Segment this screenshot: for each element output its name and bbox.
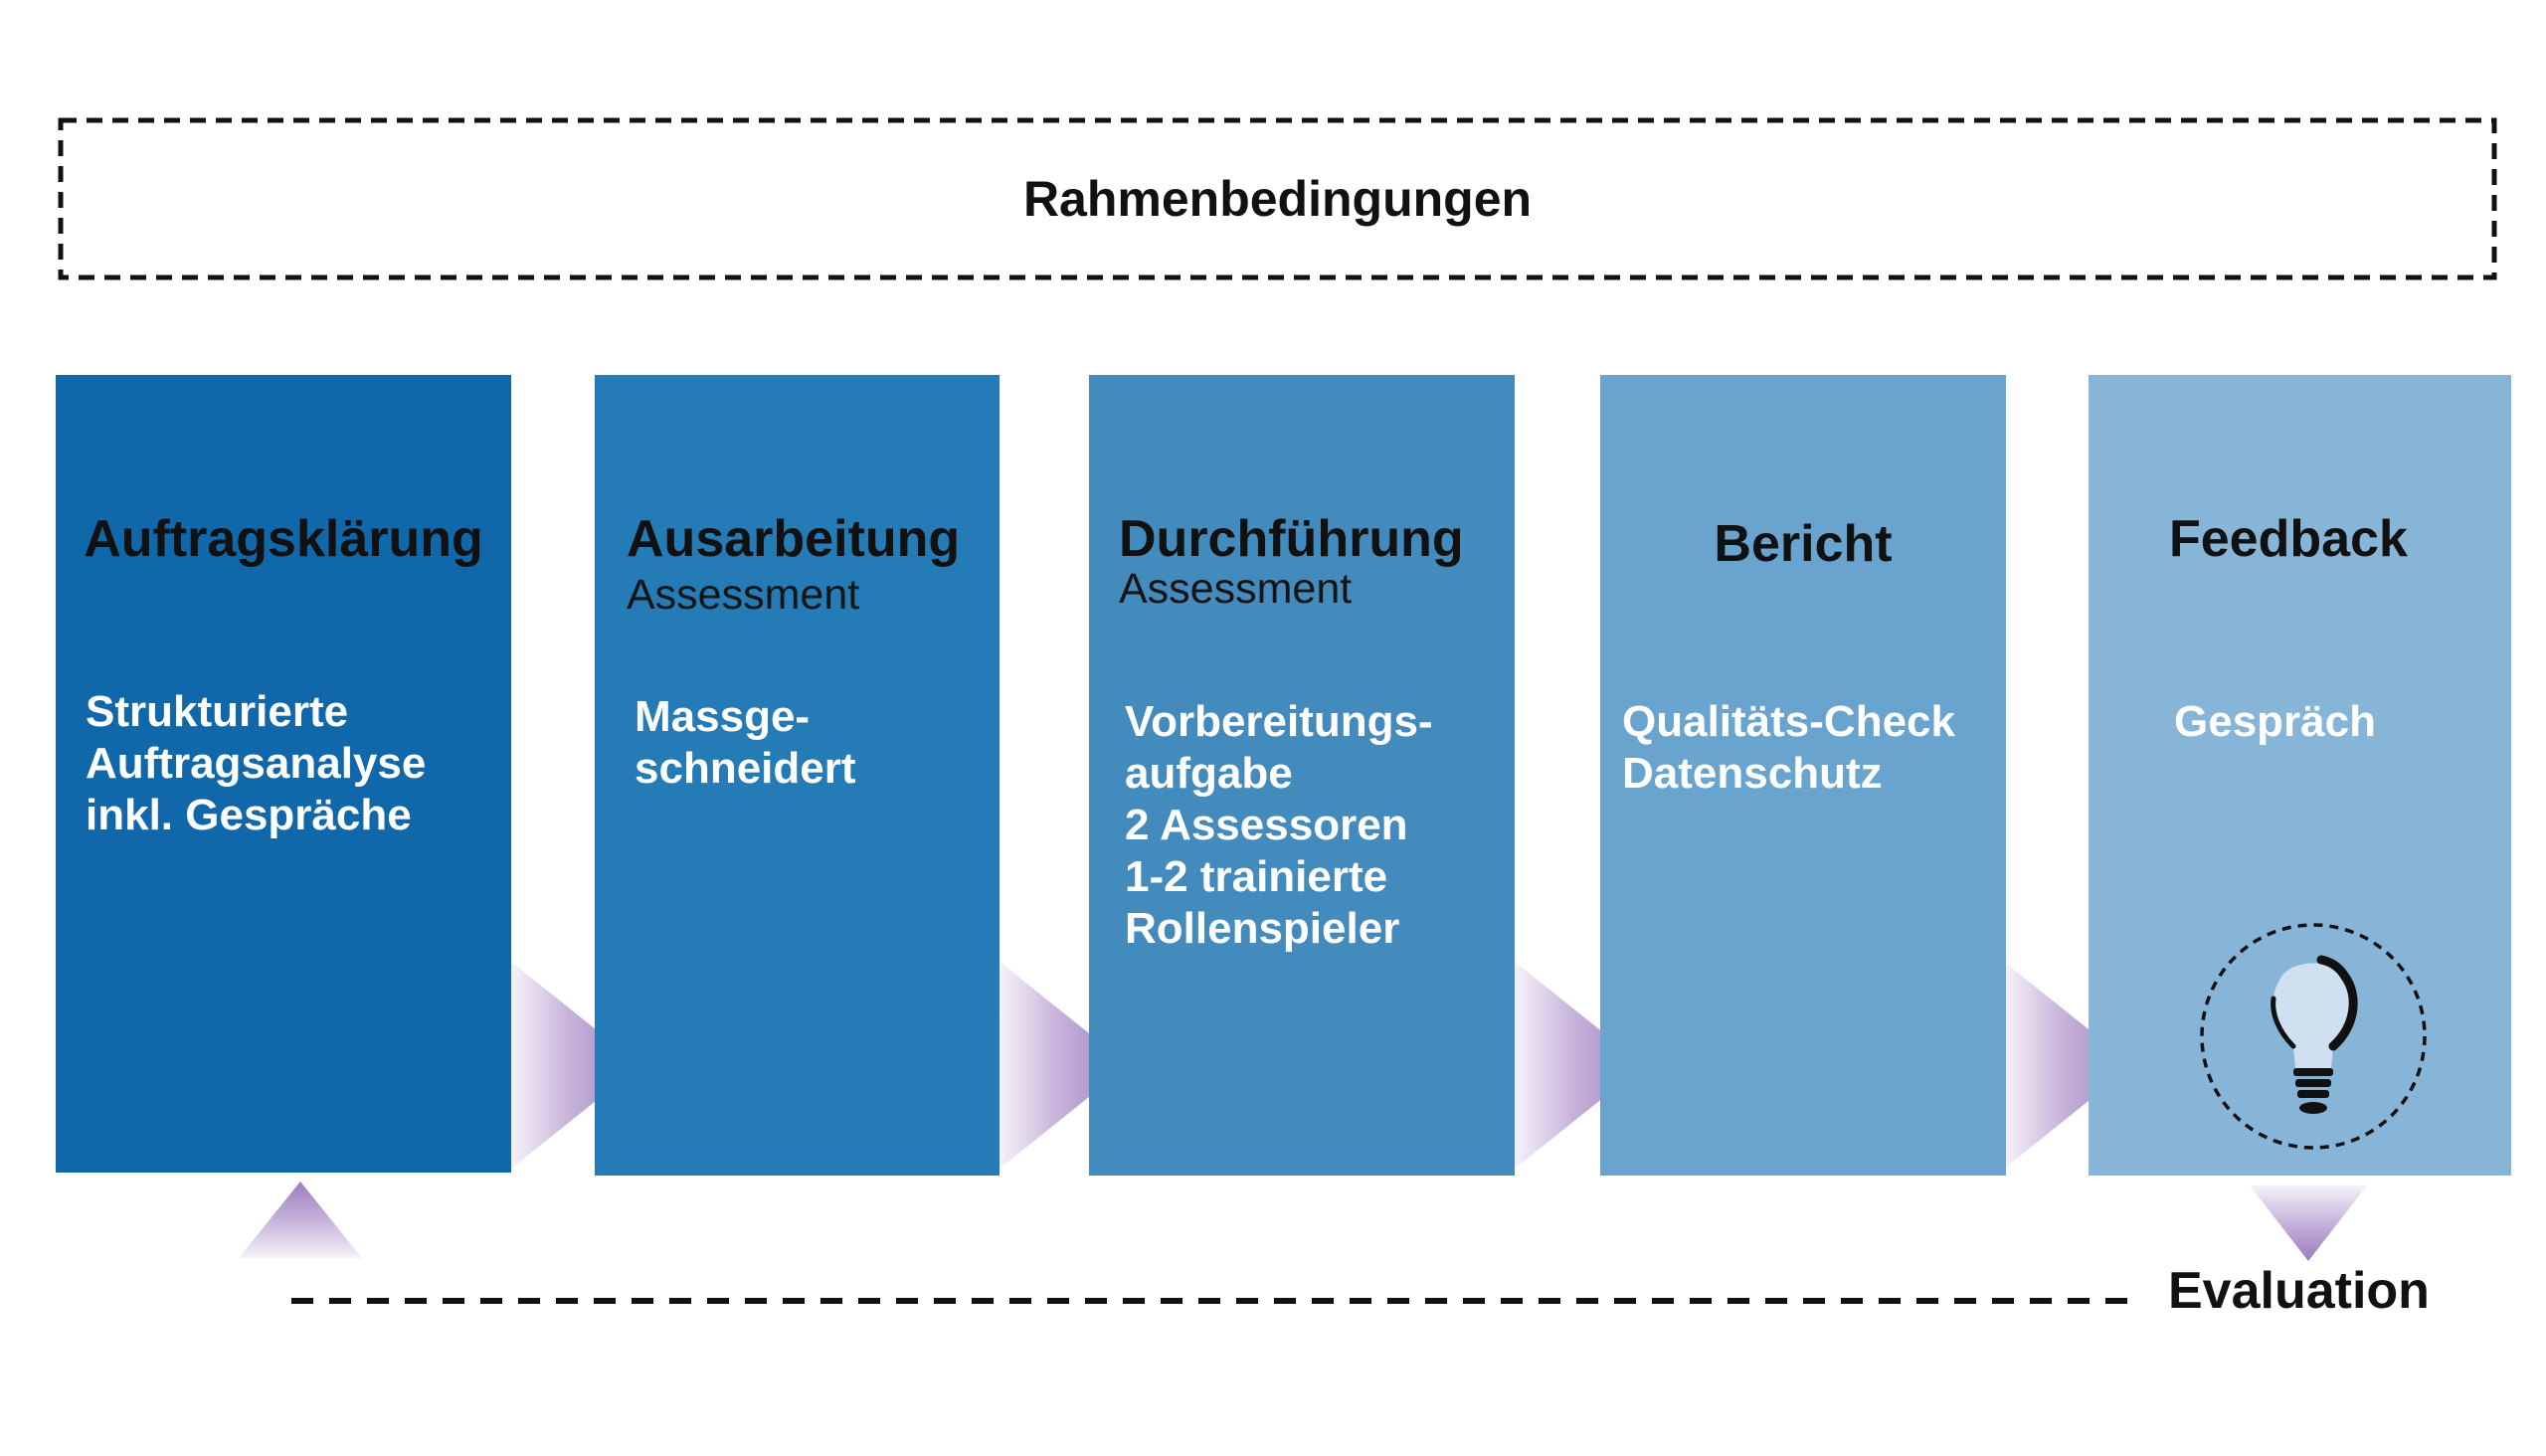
- step-body: Vorbereitungs- aufgabe 2 Assessoren 1-2 …: [1125, 696, 1433, 955]
- step-title: Ausarbeitung: [627, 510, 961, 568]
- step-title: Auftragsklärung: [84, 510, 483, 568]
- step-body: Massge- schneidert: [635, 691, 856, 795]
- body-line: 1-2 trainierte: [1125, 852, 1388, 901]
- framework-title: Rahmenbedingungen: [1022, 171, 1533, 227]
- body-line: schneidert: [635, 744, 856, 793]
- step-durchfuehrung: Durchführung Assessment Vorbereitungs- a…: [1089, 375, 1515, 1176]
- step-ausarbeitung: Ausarbeitung Assessment Massge- schneide…: [595, 375, 1000, 1176]
- step-body: Strukturierte Auftragsanalyse inkl. Gesp…: [86, 686, 426, 841]
- body-line: Massge-: [635, 692, 811, 741]
- evaluation-up-arrow: [239, 1182, 362, 1258]
- evaluation-label: Evaluation: [2168, 1262, 2430, 1320]
- framework-box: Rahmenbedingungen: [58, 117, 2497, 280]
- body-line: Strukturierte: [86, 687, 349, 736]
- body-line: Datenschutz: [1622, 749, 1883, 798]
- step-body: Qualitäts-Check Datenschutz: [1622, 696, 1955, 800]
- body-line: aufgabe: [1125, 749, 1293, 798]
- lightbulb-icon: [2200, 923, 2427, 1150]
- step-title: Feedback: [2169, 510, 2408, 568]
- body-line: Gespräch: [2174, 697, 2376, 746]
- evaluation-down-arrow: [2250, 1185, 2367, 1261]
- step-bericht: Bericht Qualitäts-Check Datenschutz: [1600, 375, 2006, 1176]
- body-line: Vorbereitungs-: [1125, 697, 1433, 746]
- step-feedback: Feedback Gespräch: [2089, 375, 2511, 1176]
- step-subtitle: Assessment: [627, 571, 860, 619]
- body-line: inkl. Gespräche: [86, 791, 412, 839]
- step-auftragsklaerung: Auftragsklärung Strukturierte Auftragsan…: [56, 375, 511, 1173]
- step-title: Durchführung: [1119, 510, 1464, 568]
- framework-border: [58, 117, 2497, 280]
- step-subtitle: Assessment: [1119, 565, 1353, 613]
- body-line: Auftragsanalyse: [86, 739, 427, 788]
- body-line: Rollenspieler: [1125, 904, 1400, 953]
- body-line: Qualitäts-Check: [1622, 697, 1955, 746]
- body-line: 2 Assessoren: [1125, 801, 1408, 849]
- step-title: Bericht: [1714, 515, 1893, 573]
- step-body: Gespräch: [2174, 696, 2376, 748]
